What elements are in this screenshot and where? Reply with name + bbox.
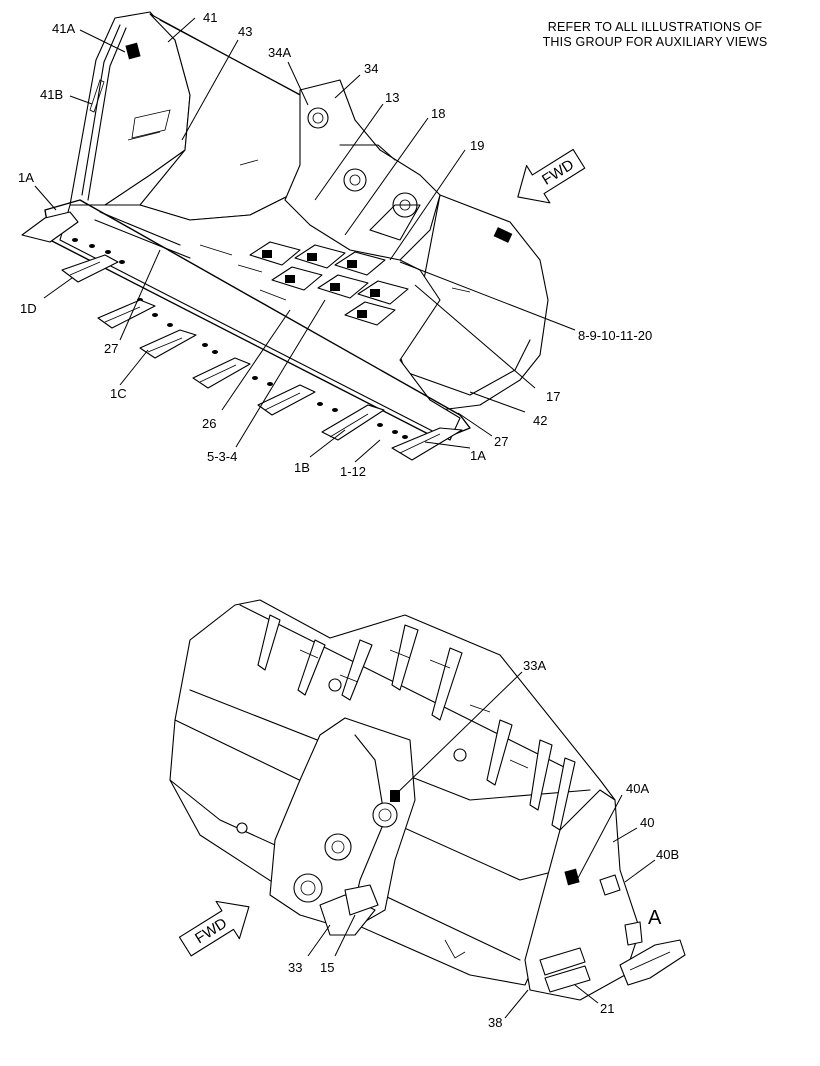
callout-34: 34 bbox=[364, 61, 378, 76]
top-callouts: 41A 41 43 41B 34A 34 13 18 19 1A 1D 27 1… bbox=[18, 10, 652, 479]
callout-40A: 40A bbox=[626, 781, 649, 796]
view-letter-A: A bbox=[648, 907, 662, 929]
callout-19: 19 bbox=[470, 138, 484, 153]
callout-1A-left: 1A bbox=[18, 170, 34, 185]
rear-ribs bbox=[236, 614, 576, 834]
bottom-leader-lines bbox=[307, 671, 656, 1019]
callout-34A: 34A bbox=[268, 45, 291, 60]
top-leader-lines bbox=[34, 17, 576, 463]
bucket-teeth bbox=[21, 211, 463, 461]
fwd-arrow-top: FWD bbox=[517, 148, 586, 204]
callout-18: 18 bbox=[431, 106, 445, 121]
corner-tooth bbox=[619, 939, 686, 986]
callout-1D: 1D bbox=[20, 301, 37, 316]
callout-41A: 41A bbox=[52, 21, 75, 36]
callout-41B: 41B bbox=[40, 87, 63, 102]
callout-42: 42 bbox=[533, 413, 547, 428]
callout-33A: 33A bbox=[523, 658, 546, 673]
callout-13: 13 bbox=[385, 90, 399, 105]
callout-40B: 40B bbox=[656, 847, 679, 862]
callout-1C: 1C bbox=[110, 386, 127, 401]
bottom-bucket-drawing: FWD bbox=[169, 599, 686, 1001]
callout-27-right: 27 bbox=[494, 434, 508, 449]
bottom-callouts: 33A 40A 40 40B A 33 15 21 38 bbox=[288, 658, 679, 1030]
callout-33: 33 bbox=[288, 960, 302, 975]
callout-15: 15 bbox=[320, 960, 334, 975]
callout-1-12: 1-12 bbox=[340, 464, 366, 479]
callout-1B: 1B bbox=[294, 460, 310, 475]
callout-17: 17 bbox=[546, 389, 560, 404]
callout-41: 41 bbox=[203, 10, 217, 25]
top-bucket-drawing: FWD bbox=[21, 11, 586, 461]
note-line-2: THIS GROUP FOR AUXILIARY VIEWS bbox=[542, 35, 768, 49]
callout-40: 40 bbox=[640, 815, 654, 830]
rear-side-plate bbox=[524, 789, 641, 1001]
callout-1A-right: 1A bbox=[470, 448, 486, 463]
edge-bolt-holes bbox=[72, 238, 408, 439]
callout-8-9-10-11-20: 8-9-10-11-20 bbox=[578, 328, 652, 343]
fwd-arrow-bottom: FWD bbox=[178, 900, 250, 957]
callout-5-3-4: 5-3-4 bbox=[207, 449, 237, 464]
auxiliary-views-note: REFER TO ALL ILLUSTRATIONS OF THIS GROUP… bbox=[520, 20, 790, 50]
callout-21: 21 bbox=[600, 1001, 614, 1016]
note-line-1: REFER TO ALL ILLUSTRATIONS OF bbox=[547, 20, 763, 34]
wear-plates bbox=[249, 241, 409, 326]
callout-43: 43 bbox=[238, 24, 252, 39]
callout-27-left: 27 bbox=[104, 341, 118, 356]
callout-26: 26 bbox=[202, 416, 216, 431]
callout-38: 38 bbox=[488, 1015, 502, 1030]
